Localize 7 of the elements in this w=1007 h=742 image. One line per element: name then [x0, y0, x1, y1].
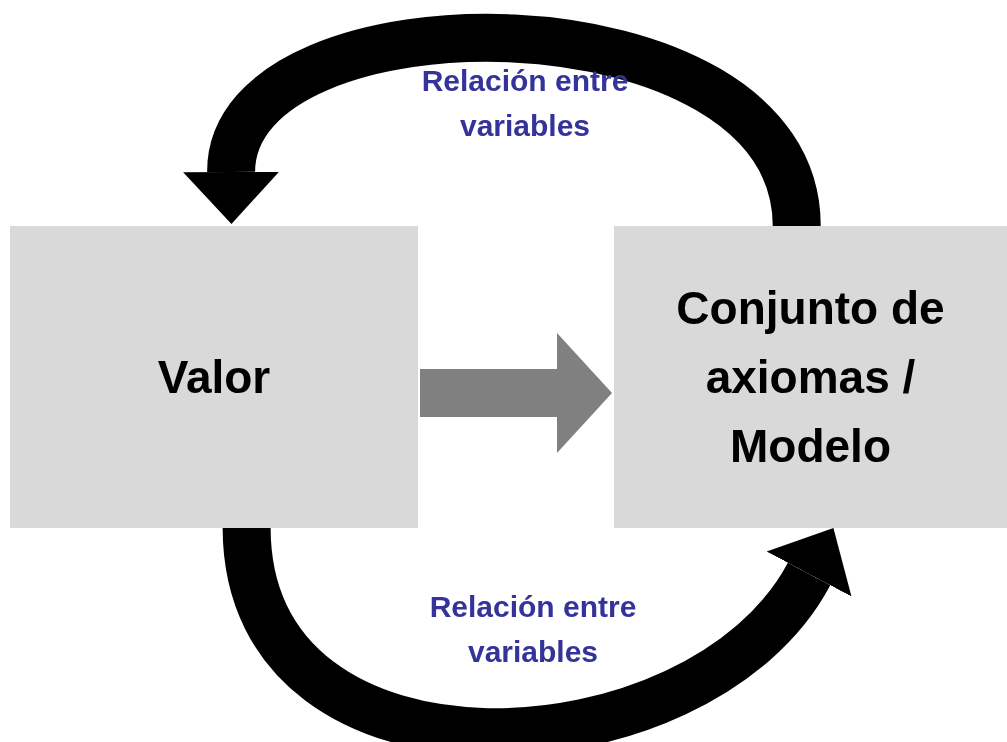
process-box [614, 226, 1007, 528]
edge-label: Relación entre variables [428, 589, 638, 670]
process-box [10, 226, 418, 528]
node-label: Valor [157, 349, 271, 405]
edge-label: Relación entre variables [420, 63, 630, 144]
block-arrow [420, 333, 612, 453]
node-label: Conjunto de axiomas / Modelo [675, 280, 946, 474]
